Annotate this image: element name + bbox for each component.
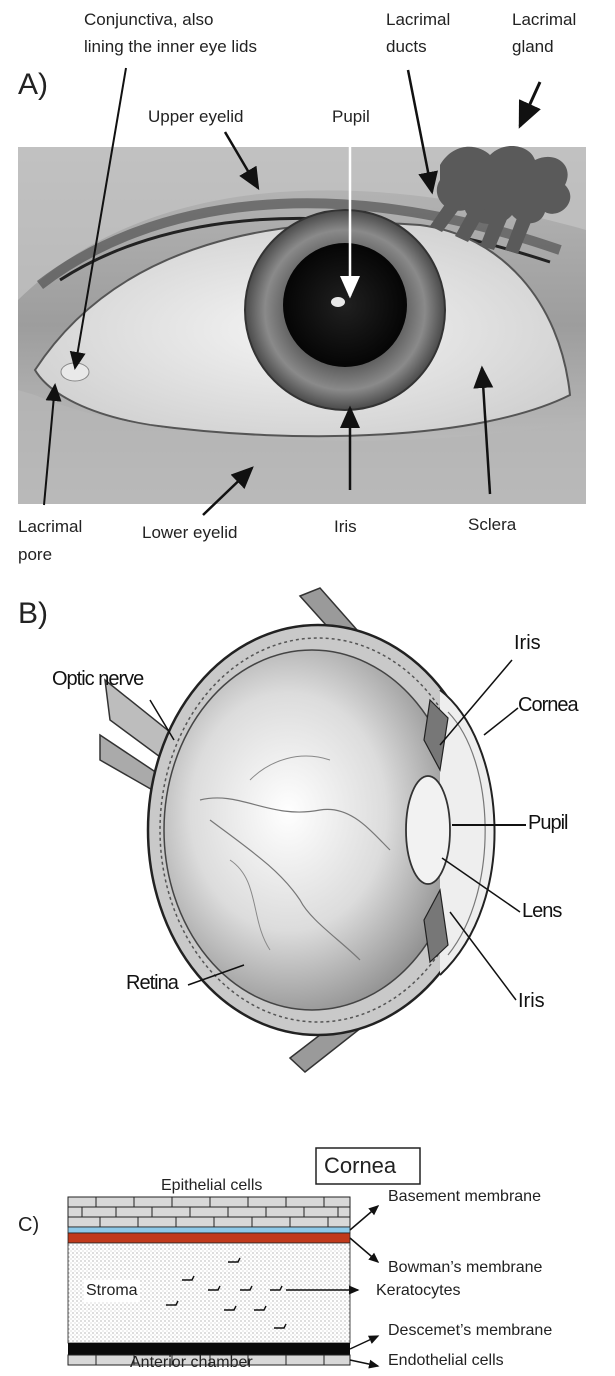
- cornea-title: Cornea: [324, 1153, 396, 1179]
- label-keratocytes: Keratocytes: [376, 1280, 460, 1302]
- label-epithelial-cells: Epithelial cells: [161, 1175, 262, 1197]
- arrow-basement: [350, 1206, 378, 1230]
- basement-membrane-layer: [68, 1227, 350, 1233]
- label-endothelial-cells: Endothelial cells: [388, 1350, 504, 1372]
- arrow-endothelial: [350, 1360, 378, 1366]
- epithelial-layer: [68, 1197, 350, 1227]
- label-basement-membrane: Basement membrane: [388, 1186, 541, 1208]
- arrow-bowman: [350, 1238, 378, 1262]
- panel-c-letter: C): [18, 1213, 39, 1237]
- label-anterior-chamber: Anterior chamber: [130, 1352, 253, 1374]
- label-bowman-membrane: Bowman’s membrane: [388, 1257, 542, 1279]
- label-descemet-membrane: Descemet’s membrane: [388, 1320, 552, 1342]
- arrow-descemet: [350, 1336, 378, 1349]
- bowman-membrane-layer: [68, 1233, 350, 1243]
- label-stroma: Stroma: [84, 1280, 140, 1302]
